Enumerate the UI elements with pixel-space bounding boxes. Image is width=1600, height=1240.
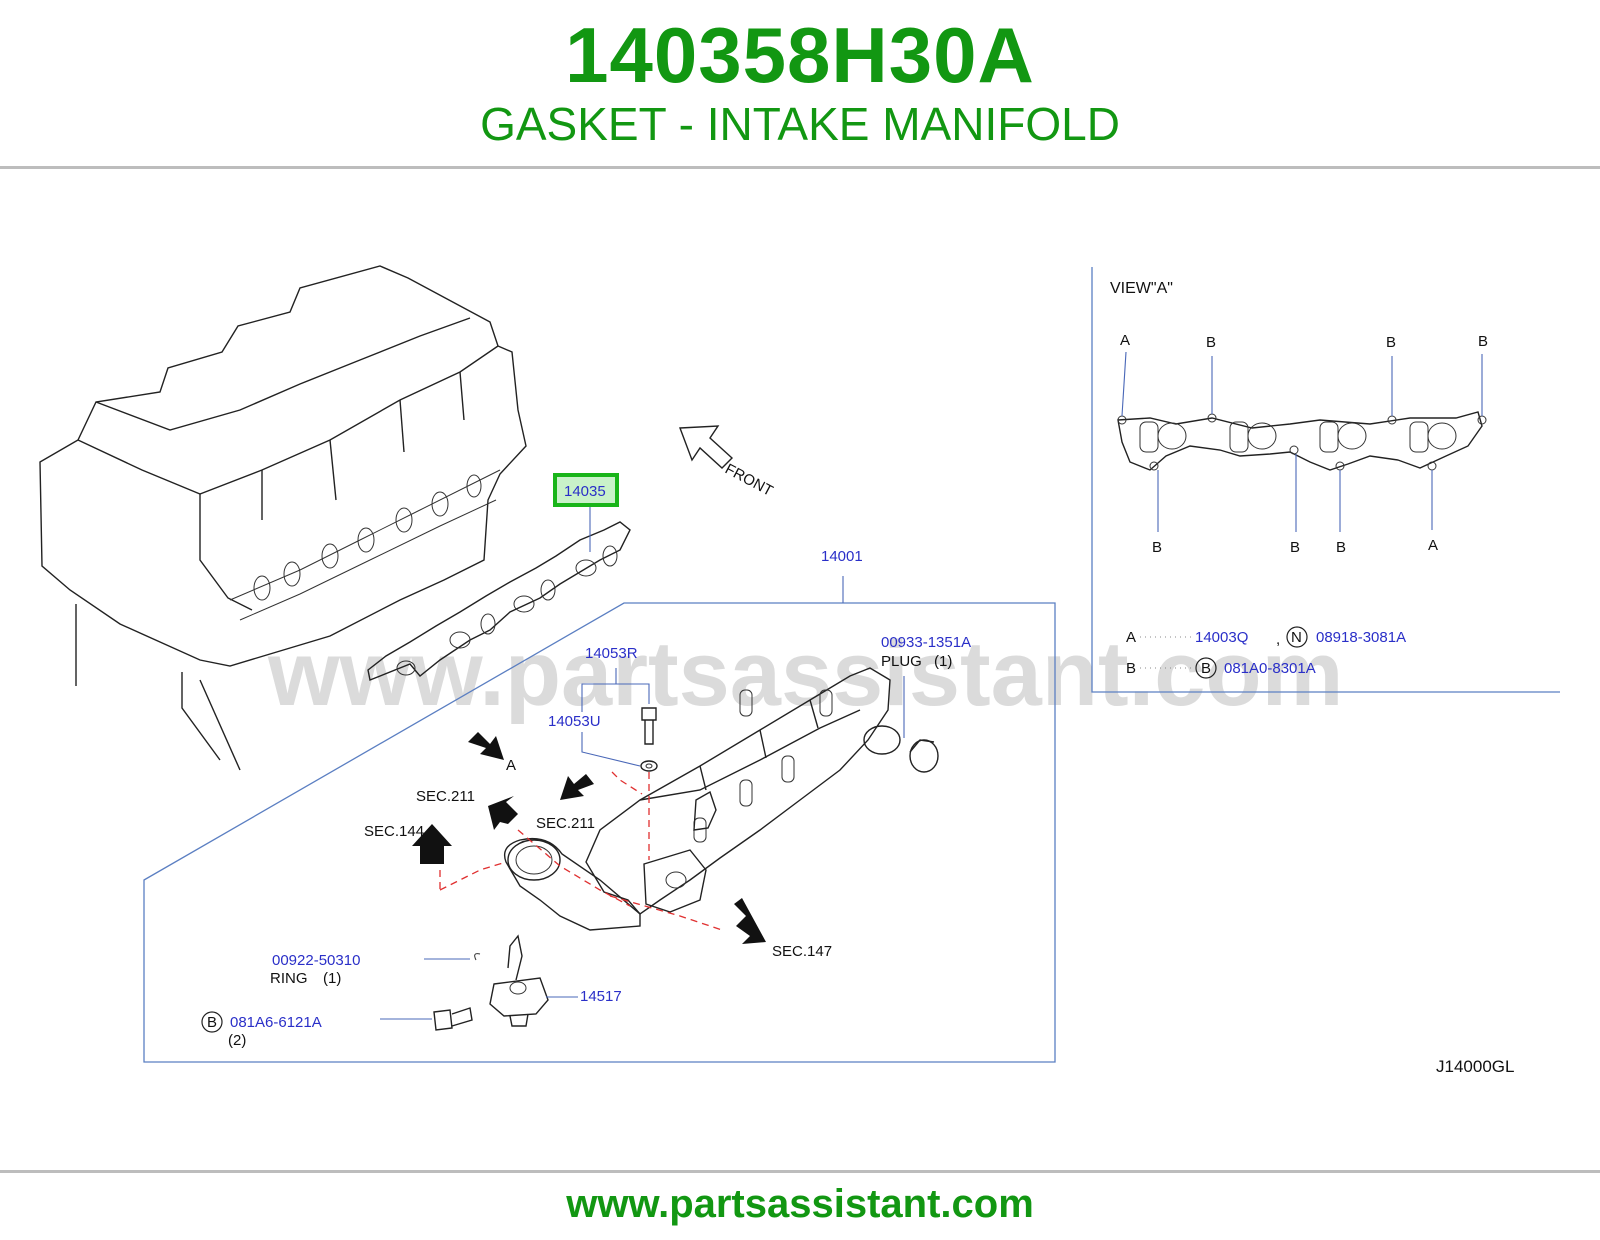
sec147-label: SEC.147 [772,943,832,960]
bolt-b-illustration [433,1007,473,1031]
engine-block-illustration [39,265,527,771]
legend-a-code: 14003Q [1195,629,1248,646]
callout-bolt-b-code: 081A6-6121A [230,1014,322,1031]
sec211-right-label: SEC.211 [536,815,595,832]
bolt-leader [615,668,650,704]
page-header: 140358H30A GASKET - INTAKE MANIFOLD [0,0,1600,170]
legend-a-code2: 08918-3081A [1316,629,1406,646]
view-a-bottom-label-3: B [1336,539,1346,556]
callout-14053r: 14053R [585,645,638,662]
plug-illustration [909,739,939,773]
view-a-top-label-4: B [1478,333,1488,350]
bolt-b-marker: B [207,1014,217,1031]
callout-14517: 14517 [580,988,622,1005]
legend-b-code: 081A0-8301A [1224,660,1316,677]
bolt-leader-branch [581,683,616,712]
callout-plug-code: 00933-1351A [881,634,971,651]
legend-a-marker: N [1291,629,1302,646]
drawing-code: J14000GL [1436,1057,1514,1076]
view-a-bottom-label-4: A [1428,537,1438,554]
part-number-title: 140358H30A [565,11,1035,99]
arrow-a-label: A [506,757,516,774]
section-reference-lines [439,771,723,931]
view-a-leaders [1121,351,1483,532]
intake-manifold-illustration [503,667,901,931]
view-a-title: VIEW"A" [1110,280,1173,297]
view-a-gasket-illustration [1117,411,1487,471]
front-label: FRONT [722,461,776,500]
legend-a-letter: A [1126,629,1136,646]
callout-14053u: 14053U [548,713,601,730]
watermark: www.partsassistant.com [267,623,1343,725]
plug-label: PLUG [881,653,922,670]
view-a-bottom-label-1: B [1152,539,1162,556]
legend-b-marker: B [1201,660,1211,677]
callout-14035: 14035 [564,483,606,500]
header-divider [0,166,1600,169]
footer-divider [0,1170,1600,1173]
bolt-b-marker-circle [201,1011,223,1033]
front-arrow: FRONT [679,425,776,500]
view-a-top-label-1: A [1120,332,1130,349]
intake-gasket-illustration [367,521,631,681]
view-a-top-label-3: B [1386,334,1396,351]
callout-14001: 14001 [821,548,863,565]
manifold-callout-frame [143,602,1056,1063]
callout-ring-code: 00922-50310 [272,952,360,969]
footer-website-link[interactable]: www.partsassistant.com [566,1182,1034,1226]
view-a-frame [1091,267,1560,693]
legend-a-separator: , [1276,631,1280,648]
direction-arrows [412,732,766,944]
legend-b-letter: B [1126,660,1136,677]
view-a-bottom-label-2: B [1290,539,1300,556]
view-a-top-label-2: B [1206,334,1216,351]
view-a-legend: A 14003Q , N 08918-3081A B B 081A0-8301A [1126,626,1406,679]
sec211-left-label: SEC.211 [416,788,475,805]
bolt-b-qty: (2) [228,1032,246,1049]
ring-qty: (1) [323,970,341,987]
part-name-subtitle: GASKET - INTAKE MANIFOLD [480,98,1120,150]
actuator-illustration [474,934,549,1027]
highlighted-part-callout[interactable]: 14035 [553,473,619,507]
washer-leader [581,732,641,767]
ring-label: RING [270,970,308,987]
plug-qty: (1) [934,653,952,670]
sec144-label: SEC.144 [364,823,424,840]
manifold-bolt-illustration [640,707,658,772]
